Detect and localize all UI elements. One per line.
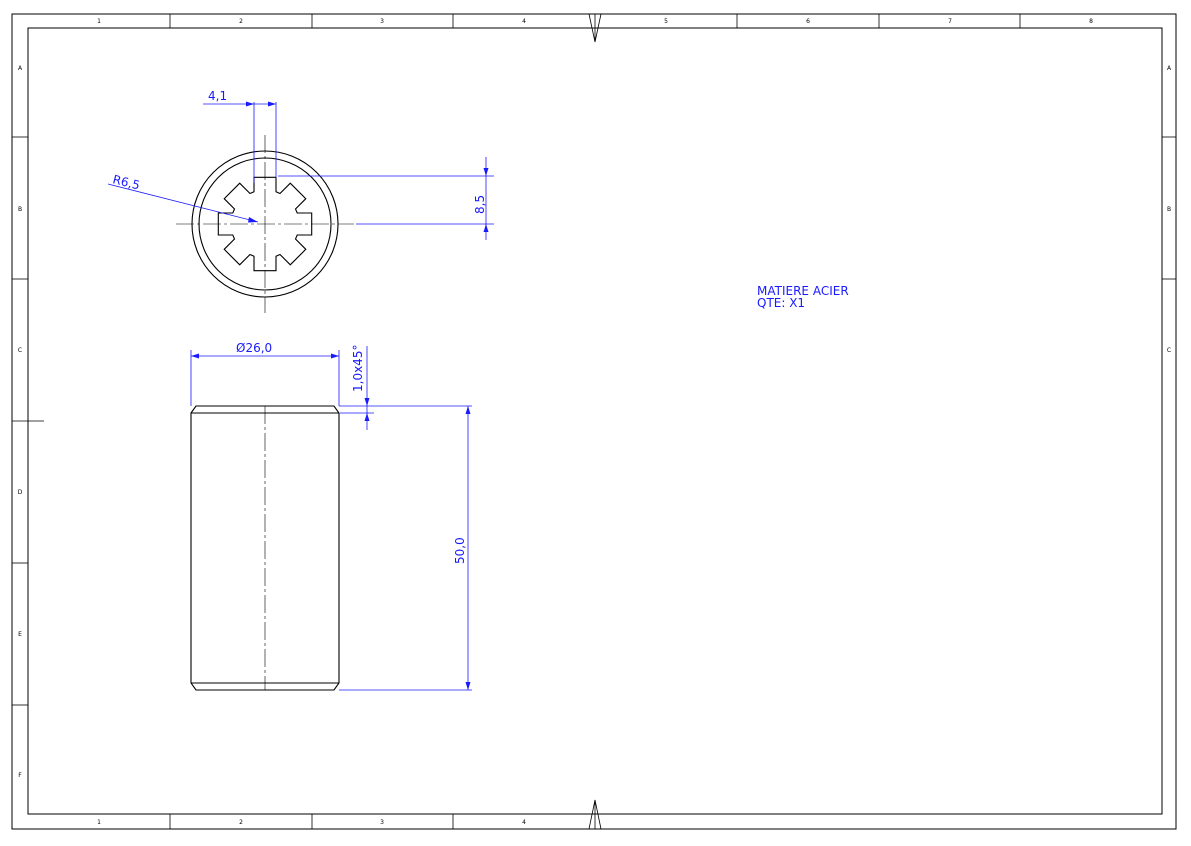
zone-row-b-left: B bbox=[18, 206, 22, 213]
dimension-radius: R6,5 bbox=[107, 172, 259, 223]
zone-col-2-top: 2 bbox=[239, 18, 243, 25]
zone-col-3-top: 3 bbox=[380, 18, 384, 25]
bottom-zone-dividers bbox=[169, 814, 454, 829]
inner-border bbox=[27, 27, 1163, 815]
zone-row-c-left: C bbox=[18, 347, 22, 354]
zone-col-6-top: 6 bbox=[806, 18, 810, 25]
zone-row-a-right: A bbox=[1167, 65, 1172, 72]
dimension-key-depth: 8,5 bbox=[278, 157, 494, 240]
side-zone-dividers bbox=[12, 136, 1176, 706]
dim-key-width-text: 4,1 bbox=[208, 89, 227, 103]
dimension-diameter: Ø26,0 bbox=[190, 341, 340, 406]
zone-row-e-left: E bbox=[18, 631, 22, 638]
top-view bbox=[176, 135, 354, 313]
dim-key-depth-text: 8,5 bbox=[473, 195, 487, 214]
zone-col-1-bottom: 1 bbox=[97, 819, 101, 826]
zone-col-4-bottom: 4 bbox=[522, 819, 526, 826]
zone-col-8-top: 8 bbox=[1089, 18, 1093, 25]
zone-row-f-left: F bbox=[18, 772, 22, 779]
zone-col-2-bottom: 2 bbox=[239, 819, 243, 826]
zone-row-b-right: B bbox=[1167, 206, 1171, 213]
zone-row-a-left: A bbox=[18, 65, 23, 72]
note-material: MATIERE ACIER bbox=[757, 284, 849, 298]
bottom-centering-mark bbox=[588, 799, 602, 830]
zone-col-1-top: 1 bbox=[97, 18, 101, 25]
zone-col-4-top: 4 bbox=[522, 18, 526, 25]
zone-col-5-top: 5 bbox=[664, 18, 668, 25]
dim-radius-text: R6,5 bbox=[111, 172, 141, 192]
spline-profile bbox=[217, 176, 313, 272]
top-zone-dividers bbox=[169, 14, 1021, 28]
dimension-length: 50,0 bbox=[339, 405, 472, 691]
zone-row-c-right: C bbox=[1167, 347, 1171, 354]
dim-chamfer-text: 1,0x45° bbox=[351, 345, 365, 392]
zone-row-d-left: D bbox=[18, 489, 23, 496]
note-quantity: QTE: X1 bbox=[757, 296, 805, 310]
dimension-chamfer: 1,0x45° bbox=[340, 345, 374, 430]
zone-col-3-bottom: 3 bbox=[380, 819, 384, 826]
outer-border bbox=[11, 13, 1177, 830]
dim-length-text: 50,0 bbox=[453, 537, 467, 564]
dim-diameter-text: Ø26,0 bbox=[236, 341, 272, 355]
top-centering-mark bbox=[588, 13, 602, 43]
front-view bbox=[190, 405, 340, 691]
zone-col-7-top: 7 bbox=[948, 18, 952, 25]
dimension-key-width: 4,1 bbox=[203, 89, 277, 183]
